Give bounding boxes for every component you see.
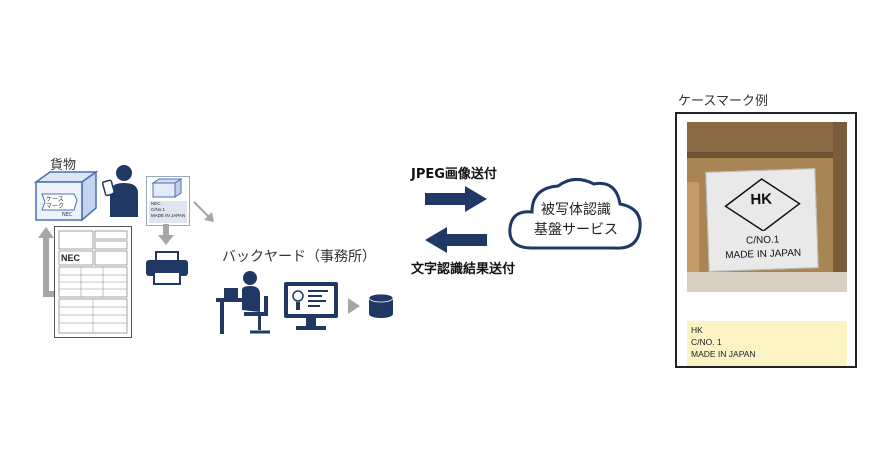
receive-arrow-icon	[425, 227, 487, 253]
case-mark-example-title: ケースマーク例	[678, 94, 768, 109]
case-mark-line-3: MADE IN JAPAN	[725, 247, 802, 262]
cargo-box-text-1: ケース	[46, 196, 64, 203]
diagonal-arrow-icon	[193, 201, 214, 222]
document-lines	[58, 230, 128, 334]
label-card-box-icon	[151, 178, 183, 198]
service-label: 被写体認識 基盤サービス	[522, 200, 630, 240]
office-worker-icon	[216, 271, 270, 334]
service-label-line-2: 基盤サービス	[534, 222, 618, 238]
cloud-icon	[508, 178, 642, 250]
recognition-result-box: HK C/NO. 1 MADE IN JAPAN	[687, 321, 847, 366]
monitor-icon	[284, 282, 338, 330]
person-smartphone-icon	[101, 165, 138, 217]
right-triangle-icon	[348, 298, 360, 314]
cargo-box-text-2: マーク	[46, 203, 64, 210]
shipping-document: NEC	[54, 226, 132, 338]
document-logo: NEC	[61, 253, 81, 263]
jpeg-send-label: JPEG画像送付	[411, 167, 497, 182]
diamond-mark-icon	[724, 178, 801, 232]
label-card-line-2: C/No.1	[151, 207, 166, 212]
case-mark-tag: HK C/NO.1 MADE IN JAPAN	[705, 168, 819, 272]
down-arrow-icon	[158, 224, 174, 245]
label-card-line-3: MADE IN JAPAN	[151, 213, 186, 218]
service-label-line-1: 被写体認識	[541, 202, 611, 218]
result-line-3: MADE IN JAPAN	[691, 349, 756, 359]
case-mark-photo: HK C/NO.1 MADE IN JAPAN	[687, 122, 847, 292]
result-send-label: 文字認識結果送付	[411, 262, 516, 277]
backyard-label: バックヤード（事務所）	[222, 249, 376, 265]
case-mark-panel: HK C/NO.1 MADE IN JAPAN HK C/NO. 1 MADE …	[675, 112, 857, 368]
label-card-line-1: NEC	[151, 201, 161, 206]
cargo-box-icon: ケース マーク NEC	[33, 170, 99, 222]
result-line-1: HK	[691, 325, 703, 335]
case-mark-line-2: C/NO.1	[745, 234, 780, 247]
send-arrow-icon	[425, 186, 487, 212]
label-card: NEC C/No.1 MADE IN JAPAN	[146, 176, 190, 226]
cargo-box-text-3: NEC	[62, 212, 73, 218]
printer-icon	[146, 251, 188, 285]
result-line-2: C/NO. 1	[691, 337, 722, 347]
database-icon	[368, 293, 394, 318]
cargo-label: 貨物	[50, 158, 77, 173]
